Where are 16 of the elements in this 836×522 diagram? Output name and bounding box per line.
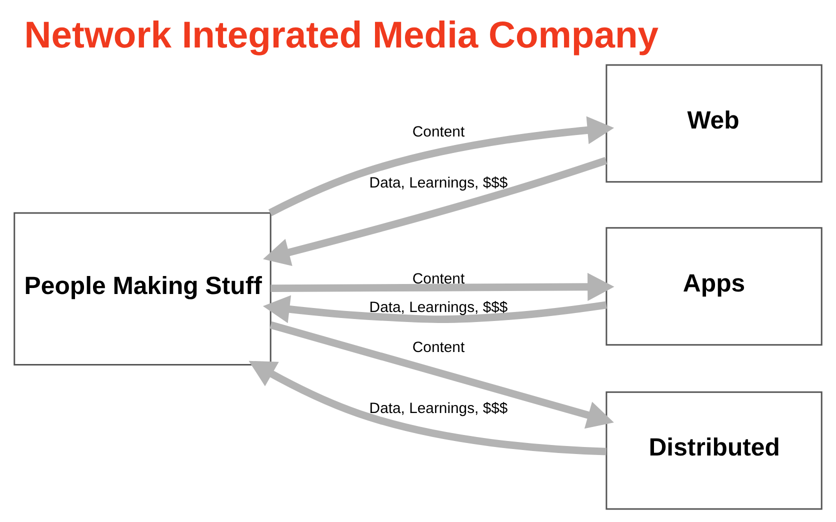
edge-label: Content (412, 338, 465, 356)
diagram-title: Network Integrated Media Company (24, 13, 658, 56)
arrow (270, 272, 614, 300)
arrow (248, 360, 606, 455)
node-box: Apps (606, 226, 822, 346)
edge-label: Content (412, 270, 465, 287)
edge-label: Data, Learnings, $$$ (369, 174, 508, 192)
edge-label: Data, Learnings, $$$ (369, 399, 508, 416)
edge-label: Content (412, 123, 465, 140)
edge-label: Data, Learnings, $$$ (369, 298, 508, 316)
node-box: People Making Stuff (14, 212, 272, 365)
node-box: Web (606, 64, 822, 182)
node-box: Distributed (606, 390, 822, 510)
arrow (268, 116, 614, 216)
arrow (263, 156, 608, 266)
arrow (262, 294, 607, 323)
